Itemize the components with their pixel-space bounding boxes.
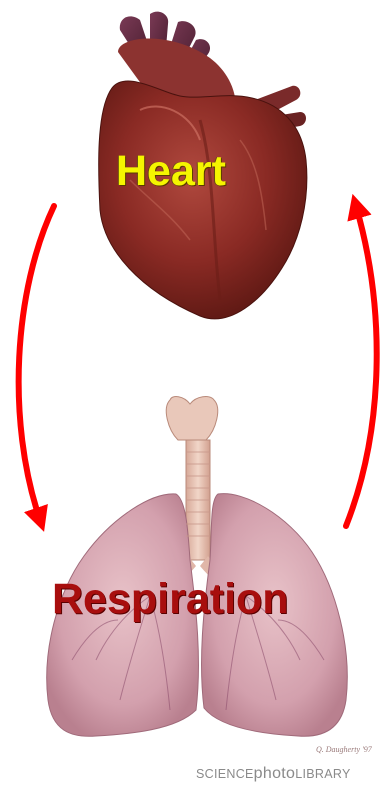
- heart-label: Heart: [116, 150, 226, 193]
- lungs-illustration: [47, 397, 348, 737]
- arrow-heart-to-lungs: [19, 206, 54, 520]
- credit-middle: photo: [254, 765, 296, 782]
- credit-left: SCIENCE: [196, 767, 254, 781]
- arrow-lungs-to-heart: [346, 206, 377, 526]
- credit-right: LIBRARY: [295, 767, 350, 781]
- artist-signature: Q. Daugherty '97: [316, 745, 372, 754]
- respiration-label: Respiration: [52, 578, 289, 621]
- credit-watermark: SCIENCEphotoLIBRARY: [196, 765, 351, 783]
